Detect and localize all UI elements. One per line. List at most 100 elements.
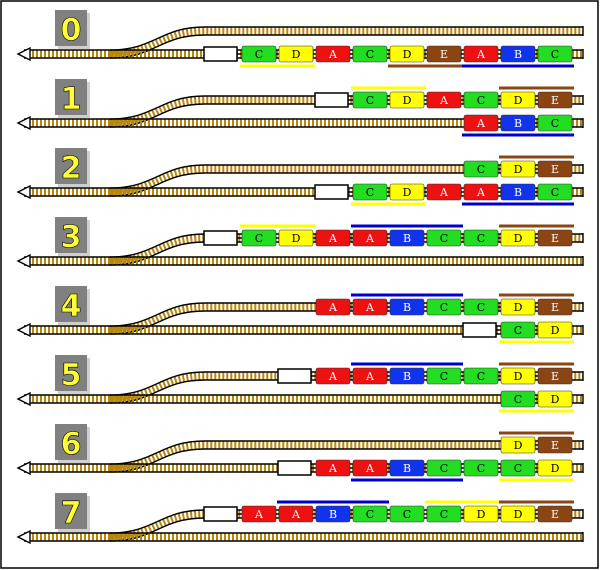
wagon-label: D xyxy=(292,232,301,245)
wagon-c: C xyxy=(352,91,388,109)
main-track xyxy=(24,256,584,266)
wagon-label: D xyxy=(477,508,486,521)
step-number-badge: 6 xyxy=(55,424,90,463)
step-number: 5 xyxy=(61,358,82,393)
wagon-b: B xyxy=(389,367,425,385)
wagon-label: D xyxy=(514,439,523,452)
wagon-label: C xyxy=(440,232,448,245)
wagon-c: C xyxy=(241,45,277,63)
wagon-label: A xyxy=(365,301,375,314)
left-arrow-icon xyxy=(16,322,31,338)
step-number: 0 xyxy=(61,13,82,48)
wagon-a: A xyxy=(352,459,388,477)
wagon-label: A xyxy=(365,232,375,245)
wagon-label: C xyxy=(551,117,559,130)
wagon-label: A xyxy=(365,462,375,475)
wagon-label: C xyxy=(440,462,448,475)
left-arrow-icon xyxy=(16,391,31,407)
wagon-label: C xyxy=(551,186,559,199)
wagon-c: C xyxy=(500,459,536,477)
wagon-e: E xyxy=(537,367,573,385)
step-number-badge: 4 xyxy=(55,286,90,325)
step-number: 1 xyxy=(61,82,82,117)
wagon-label: D xyxy=(514,301,523,314)
wagon-d: D xyxy=(500,298,536,316)
wagon-label: B xyxy=(403,232,411,245)
wagon-c: C xyxy=(426,298,462,316)
wagon-label: A xyxy=(328,462,338,475)
left-arrow-icon xyxy=(16,529,31,545)
wagon-d: D xyxy=(278,229,314,247)
wagon-label: C xyxy=(440,301,448,314)
wagon-label: C xyxy=(366,48,374,61)
wagon-label: C xyxy=(514,324,522,337)
wagon-c: C xyxy=(463,298,499,316)
wagon-label: D xyxy=(292,48,301,61)
wagon-d: D xyxy=(537,390,573,408)
step-number-badge: 5 xyxy=(55,355,90,394)
wagon-b: B xyxy=(500,114,536,132)
wagon-c: C xyxy=(426,367,462,385)
wagon-label: E xyxy=(551,163,559,176)
wagon-label: E xyxy=(551,370,559,383)
wagon-label: A xyxy=(328,301,338,314)
wagon-b: B xyxy=(389,459,425,477)
wagon-label: C xyxy=(477,94,485,107)
wagon-e: E xyxy=(537,505,573,523)
wagon-label: A xyxy=(476,186,486,199)
wagon-d: D xyxy=(500,160,536,178)
wagon-c: C xyxy=(426,229,462,247)
wagon-c: C xyxy=(463,459,499,477)
locomotive xyxy=(203,506,238,522)
wagon-a: A xyxy=(463,183,499,201)
wagon-d: D xyxy=(537,459,573,477)
wagon-label: D xyxy=(551,324,560,337)
wagon-label: E xyxy=(551,508,559,521)
wagon-label: E xyxy=(551,439,559,452)
wagon-label: C xyxy=(366,94,374,107)
wagon-d: D xyxy=(500,436,536,454)
wagon-d: D xyxy=(500,505,536,523)
wagon-c: C xyxy=(352,45,388,63)
wagon-d: D xyxy=(500,367,536,385)
wagon-d: D xyxy=(537,321,573,339)
wagon-a: A xyxy=(241,505,277,523)
wagon-label: C xyxy=(551,48,559,61)
step-number-badge: 1 xyxy=(55,79,90,118)
wagon-label: D xyxy=(514,94,523,107)
wagon-label: E xyxy=(551,94,559,107)
wagon-label: C xyxy=(514,462,522,475)
wagon-c: C xyxy=(426,459,462,477)
wagon-e: E xyxy=(537,160,573,178)
wagon-a: A xyxy=(315,367,351,385)
wagon-label: B xyxy=(403,301,411,314)
wagon-label: C xyxy=(477,163,485,176)
wagon-label: D xyxy=(403,48,412,61)
wagon-d: D xyxy=(463,505,499,523)
left-arrow-icon xyxy=(16,184,31,200)
left-arrow-icon xyxy=(16,460,31,476)
wagon-label: A xyxy=(254,508,264,521)
wagon-label: A xyxy=(328,48,338,61)
left-arrow-icon xyxy=(16,115,31,131)
wagon-label: C xyxy=(477,370,485,383)
wagon-a: A xyxy=(463,114,499,132)
wagon-label: A xyxy=(439,94,449,107)
step-number-badge: 0 xyxy=(55,10,90,49)
wagon-a: A xyxy=(463,45,499,63)
wagon-label: A xyxy=(439,186,449,199)
wagon-c: C xyxy=(463,91,499,109)
wagon-d: D xyxy=(278,45,314,63)
wagon-c: C xyxy=(352,183,388,201)
wagon-label: C xyxy=(366,186,374,199)
wagon-d: D xyxy=(389,91,425,109)
wagon-d: D xyxy=(389,45,425,63)
wagon-d: D xyxy=(500,91,536,109)
step-number: 7 xyxy=(61,496,82,531)
wagon-label: A xyxy=(476,48,486,61)
wagon-c: C xyxy=(241,229,277,247)
wagon-c: C xyxy=(389,505,425,523)
